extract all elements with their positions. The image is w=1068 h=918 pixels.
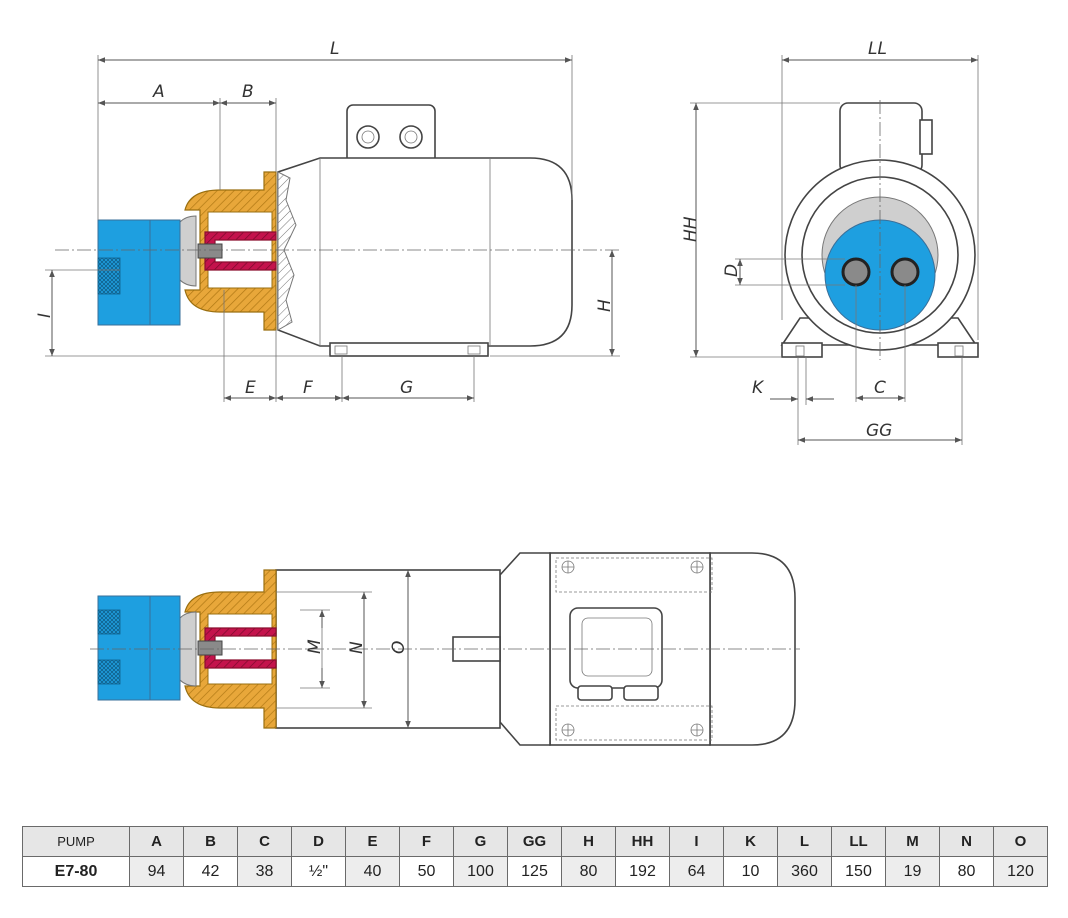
dim-label-F: F [303,378,313,398]
table-header-cell: K [723,826,778,857]
table-header-cell: A [129,826,184,857]
table-header-cell: C [237,826,292,857]
dim-label-B: B [242,82,254,102]
dim-label-GG: GG [866,421,892,441]
table-cell: 80 [939,856,994,887]
dim-label-O: O [389,641,409,654]
table-cell: 150 [831,856,886,887]
table-header-cell: H [561,826,616,857]
table-cell: 100 [453,856,508,887]
table-row: E7-80 94 42 38 ½" 40 50 100 125 80 192 6… [22,856,1048,887]
table-cell: E7-80 [22,856,130,887]
table-header-cell: HH [615,826,670,857]
table-cell: 360 [777,856,832,887]
dim-label-C: C [874,378,886,398]
table-cell: 125 [507,856,562,887]
table-cell: 10 [723,856,778,887]
table-header-cell: M [885,826,940,857]
table-header-cell: O [993,826,1048,857]
top-view: M N O [90,552,800,746]
dim-label-N: N [347,641,367,654]
dim-label-HH: HH [681,216,701,242]
table-cell: 192 [615,856,670,887]
table-header-cell: GG [507,826,562,857]
table-header-cell: B [183,826,238,857]
side-view: L A B E F G H I [35,39,620,402]
table-cell: 42 [183,856,238,887]
table-cell: 80 [561,856,616,887]
table-header-cell: L [777,826,832,857]
table-cell: 94 [129,856,184,887]
table-header-row: PUMP A B C D E F G GG H HH I K L LL M N … [22,826,1048,857]
table-header-cell: F [399,826,454,857]
table-header-cell: LL [831,826,886,857]
dim-label-L: L [330,39,339,59]
dim-label-E: E [245,378,256,398]
table-cell: ½" [291,856,346,887]
table-cell: 19 [885,856,940,887]
dim-label-I: I [35,313,55,318]
table-cell: 64 [669,856,724,887]
table-header-cell: E [345,826,400,857]
dim-label-K: K [752,378,765,398]
technical-drawing: L A B E F G H I [35,39,979,746]
table-cell: 38 [237,856,292,887]
dimensions-table: PUMP A B C D E F G GG H HH I K L LL M N … [22,826,1048,887]
table-header-cell: G [453,826,508,857]
dim-label-A: A [152,82,165,102]
table-header-cell: PUMP [22,826,130,857]
table-header-cell: N [939,826,994,857]
table-cell: 120 [993,856,1048,887]
table-header-cell: D [291,826,346,857]
table-cell: 50 [399,856,454,887]
dim-label-D: D [722,264,742,277]
front-view: LL HH D K C GG [681,39,979,445]
dim-label-H: H [595,299,615,312]
dim-label-LL: LL [868,39,887,59]
dim-label-G: G [400,378,413,398]
table-header-cell: I [669,826,724,857]
table-cell: 40 [345,856,400,887]
dim-label-M: M [305,639,325,654]
